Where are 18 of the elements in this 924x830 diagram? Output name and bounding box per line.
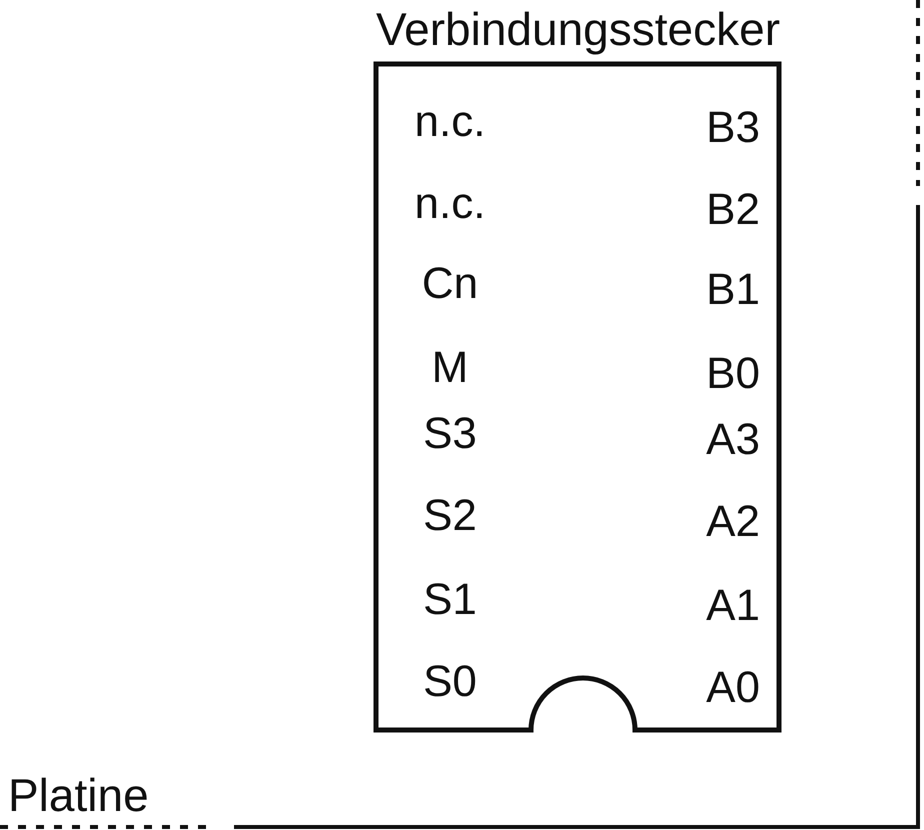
pin-label: B0	[705, 352, 760, 396]
pin-label: A2	[705, 500, 760, 544]
pin-label: A3	[705, 418, 760, 462]
pin-label: A0	[705, 666, 760, 710]
connector-title: Verbindungsstecker	[374, 6, 782, 52]
pin-label: B3	[705, 106, 760, 150]
pin-label: S1	[422, 578, 478, 622]
pin-label: S3	[422, 412, 478, 456]
board-label: Platine	[8, 772, 149, 818]
pin-label: S2	[422, 494, 478, 538]
pin-label: M	[430, 346, 470, 390]
pin-label: n.c.	[414, 182, 486, 226]
pin-label: A1	[705, 584, 760, 628]
pin-label: B2	[705, 188, 760, 232]
pin-label: B1	[705, 268, 760, 312]
pin-label: Cn	[420, 262, 480, 306]
pin-label: n.c.	[414, 100, 486, 144]
pin-label: S0	[422, 660, 478, 704]
